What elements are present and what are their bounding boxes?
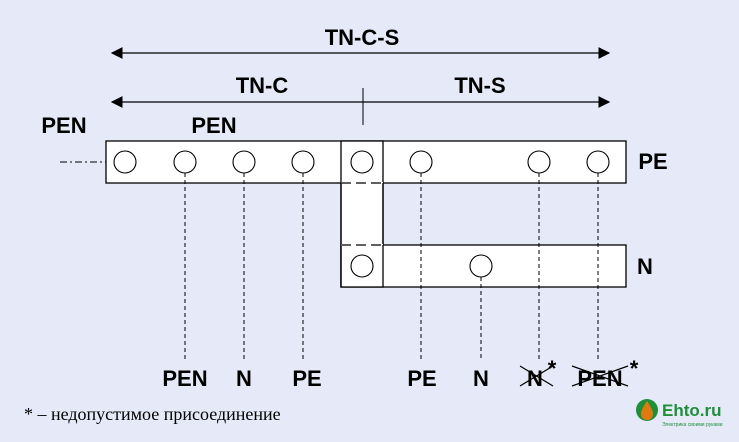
label-pen-bar: PEN <box>191 113 236 138</box>
logo-name: Ehto.ru <box>662 401 722 420</box>
crossout-pen-b <box>571 365 629 387</box>
pe-bar-screw-6 <box>409 150 433 174</box>
logo-tagline: Электрика своими руками <box>662 422 723 428</box>
pe-bar-screw-5 <box>350 150 374 174</box>
terminal-label-2: N <box>236 366 252 391</box>
terminal-label-3: PE <box>292 366 321 391</box>
site-logo: Ehto.ru Электрика своими руками <box>636 399 723 428</box>
terminal-label-4: PE <box>407 366 436 391</box>
n-bar-screw-1 <box>350 254 374 278</box>
label-tn-c-s: TN-C-S <box>325 25 400 50</box>
terminal-asterisk-7: * <box>630 356 639 381</box>
pe-bar-screw-8 <box>586 150 610 174</box>
label-n-bar: N <box>637 254 653 279</box>
n-bar-screw-2 <box>469 254 493 278</box>
footnote: * – недопустимое присоединение <box>24 404 281 424</box>
pe-bar-screw-1 <box>113 150 137 174</box>
logo-drop-icon <box>641 401 653 420</box>
terminal-label-1: PEN <box>162 366 207 391</box>
pe-bar-screw-3 <box>232 150 256 174</box>
pe-bar-screw-7 <box>527 150 551 174</box>
label-tn-c: TN-C <box>236 73 289 98</box>
pe-bar-screw-4 <box>291 150 315 174</box>
terminal-label-5: N <box>473 366 489 391</box>
label-pe-bar: PE <box>638 149 667 174</box>
label-tn-s: TN-S <box>454 73 505 98</box>
label-pen-incoming: PEN <box>41 113 86 138</box>
terminal-asterisk-6: * <box>548 356 557 381</box>
crossout-n-b <box>519 365 554 387</box>
pe-bar-screw-2 <box>173 150 197 174</box>
